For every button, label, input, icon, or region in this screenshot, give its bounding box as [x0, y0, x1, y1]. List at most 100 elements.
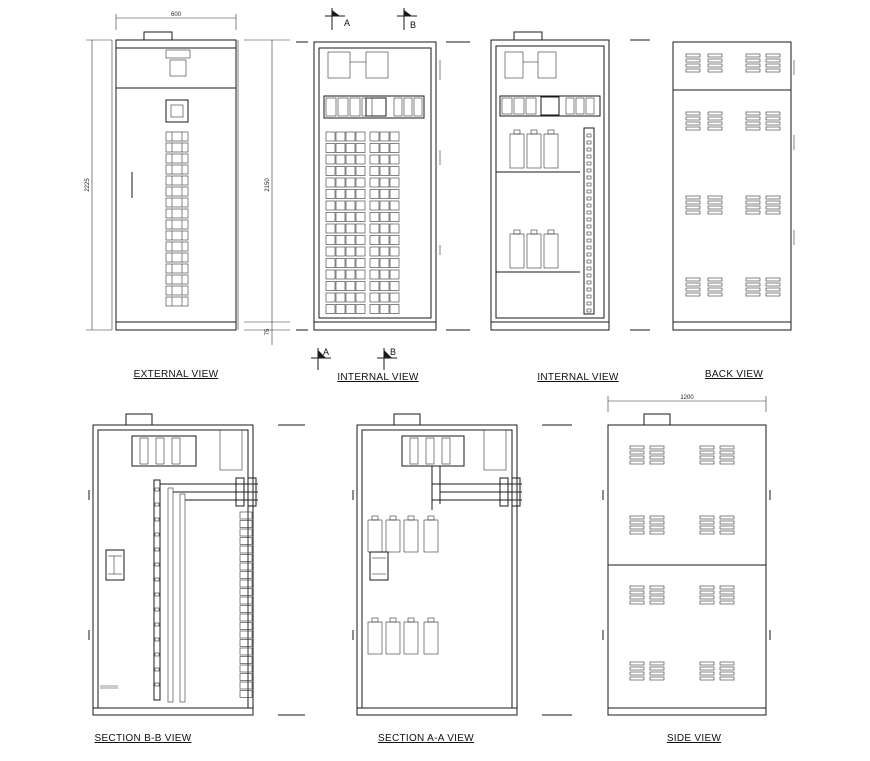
breaker-module: [325, 143, 336, 153]
breaker-module: [369, 189, 380, 199]
louvre-slot: [765, 63, 781, 68]
louvre-slot: [707, 210, 723, 215]
main-breaker-pole: [361, 97, 373, 117]
louvre-slot: [707, 282, 723, 287]
louvre-slot: [685, 210, 701, 215]
breaker-module: [247, 681, 253, 690]
louvre-slot: [649, 450, 665, 455]
capacitor: [367, 621, 383, 655]
busbar-hole: [586, 203, 592, 208]
breaker-module: [335, 235, 346, 245]
external-view-label: EXTERNAL VIEW: [134, 369, 219, 380]
section-aa-view: SECTION A-A VIEW: [352, 413, 572, 744]
breaker-module: [239, 681, 249, 690]
main-breaker-pole: [501, 97, 513, 115]
busbar-hole: [154, 667, 160, 672]
louvre-slot: [629, 525, 645, 530]
busbar-hole: [586, 224, 592, 229]
busbar-hole: [586, 301, 592, 306]
louvre-slot: [685, 63, 701, 68]
busbar-hole: [586, 175, 592, 180]
capacitor: [423, 519, 439, 553]
louvre-slot: [719, 515, 735, 520]
louvre-slot: [719, 445, 735, 450]
louvre-slot: [719, 600, 735, 605]
breaker-module: [247, 605, 253, 613]
breaker-module: [325, 154, 336, 165]
section-b-top-marker: B: [410, 20, 416, 30]
breaker-module: [165, 263, 189, 274]
louvre-slot: [745, 121, 761, 126]
louvre-slot: [707, 126, 723, 131]
breaker-module: [325, 258, 336, 268]
breaker-module: [335, 258, 346, 268]
breaker-module: [239, 579, 249, 588]
busbar-hole: [154, 517, 160, 522]
breaker-module: [239, 545, 249, 554]
capacitor-terminal: [513, 129, 521, 135]
breaker-module: [345, 269, 356, 280]
breaker-module: [247, 537, 253, 545]
capacitor: [509, 133, 525, 169]
breaker-module: [325, 131, 336, 142]
breaker-module: [247, 571, 253, 579]
breaker-module: [239, 630, 249, 639]
breaker-module: [389, 281, 400, 291]
louvre-slot: [699, 530, 715, 535]
breaker-module: [379, 258, 390, 268]
breaker-module: [379, 131, 390, 142]
louvre-slot: [649, 460, 665, 465]
louvre-slot: [649, 530, 665, 535]
busbar-hole: [586, 168, 592, 173]
louvre-slot: [765, 53, 781, 58]
louvre-slot: [745, 68, 761, 73]
louvre-slot: [649, 666, 665, 671]
breaker-module: [389, 177, 400, 188]
louvre-slot: [685, 111, 701, 116]
body-height-dimension-text: 2150: [265, 178, 271, 192]
louvre-slot: [699, 450, 715, 455]
breaker-module: [355, 200, 366, 211]
louvre-slot: [649, 676, 665, 681]
louvre-slot: [649, 671, 665, 676]
plinth-dimension-text: 75: [265, 328, 271, 335]
louvre-slot: [685, 195, 701, 200]
breaker-module: [325, 177, 336, 188]
louvre-slot: [649, 525, 665, 530]
louvre-slot: [629, 671, 645, 676]
louvre-slot: [707, 205, 723, 210]
section-a-bottom-marker: A: [323, 347, 329, 357]
capacitor-terminal: [547, 229, 555, 235]
louvre-slot: [629, 455, 645, 460]
louvre-slot: [707, 53, 723, 58]
breaker-module: [325, 246, 336, 257]
breaker-module: [355, 258, 366, 268]
capacitor-terminal: [407, 515, 415, 521]
breaker-module: [165, 296, 189, 307]
louvre-slot: [719, 676, 735, 681]
breaker-module: [325, 292, 336, 303]
breaker-module: [335, 281, 346, 291]
breaker-module: [239, 664, 249, 673]
louvre-slot: [649, 590, 665, 595]
louvre-slot: [745, 277, 761, 282]
breaker-module: [379, 281, 390, 291]
capacitor: [403, 621, 419, 655]
breaker-module: [369, 304, 380, 314]
breaker-module: [325, 269, 336, 280]
louvre-slot: [629, 676, 645, 681]
breaker-module: [247, 545, 253, 554]
breaker-module: [335, 143, 346, 153]
breaker-module: [379, 235, 390, 245]
capacitor: [543, 233, 559, 269]
busbar-hole: [586, 182, 592, 187]
breaker-module: [379, 143, 390, 153]
breaker-module: [345, 177, 356, 188]
capacitor: [367, 519, 383, 553]
breaker-module: [165, 164, 189, 175]
capacitor-terminal: [389, 617, 397, 623]
section-markers: A B A B: [311, 8, 417, 370]
capacitor-terminal: [407, 617, 415, 623]
breaker-module: [247, 622, 253, 630]
breaker-module: [247, 647, 253, 656]
